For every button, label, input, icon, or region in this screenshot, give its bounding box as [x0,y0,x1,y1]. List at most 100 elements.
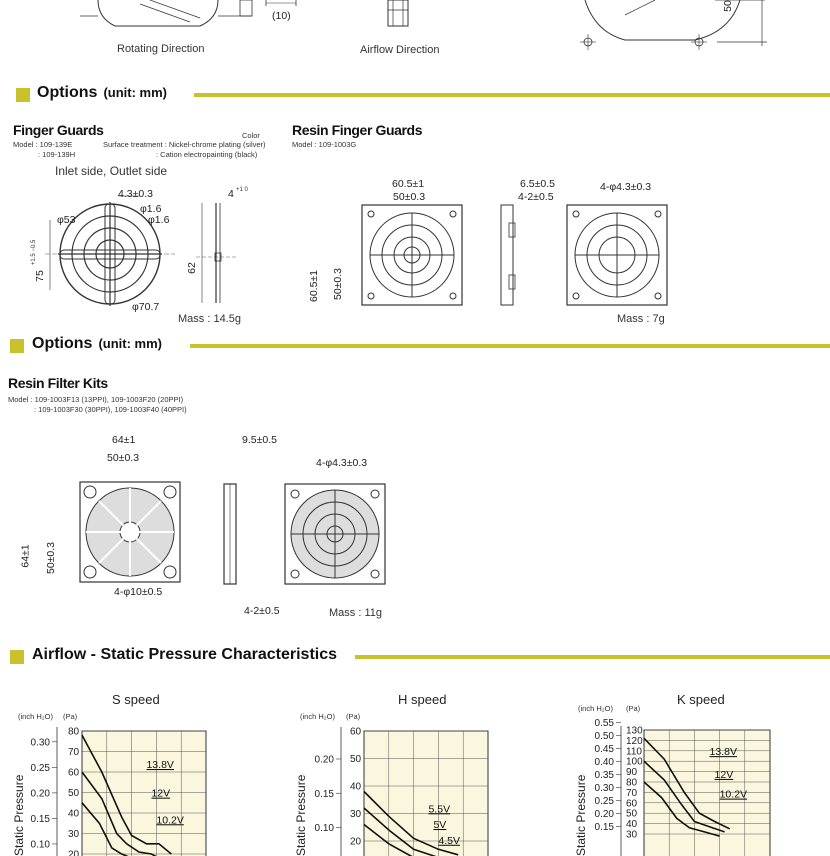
y-tick-pa: 80 [68,727,80,738]
y-tick-pa: 20 [350,837,362,848]
fg-dim-4: 4 [228,188,234,200]
y-tick-pa: 40 [626,819,638,830]
options-unit: (unit: mm) [98,336,162,351]
finger-guard-side-drawing [196,203,236,303]
series-line [643,737,731,830]
series-line [363,807,437,856]
fk-model-1: Model : 109-1003F13 (13PPI), 109-1003F20… [8,395,184,404]
y-tick-pa: 30 [68,829,80,840]
y-tick-pa: 30 [626,830,638,841]
unit-pa: (Pa) [63,712,78,721]
airflow-direction-label: Airflow Direction [360,44,440,56]
series-line [363,823,413,856]
y-tick-inh2o: 0.20 [315,755,335,766]
fan-back-partial [580,0,767,50]
finger-guards-title: Finger Guards [13,122,104,138]
fk-dim-95: 9.5±0.5 [242,434,277,446]
y-tick-inh2o: 0.15 [31,814,51,825]
unit-inch: (inch H₂O) [578,704,613,713]
section-rule [190,344,830,348]
y-tick-inh2o: 0.10 [315,823,335,834]
fg-dim-707: φ70.7 [132,301,160,313]
fg-dim-43: 4.3±0.3 [118,188,153,200]
y-tick-inh2o: 0.15 [595,822,615,833]
series-label: 13.8V [146,759,173,771]
series-label: 4.5V [438,835,460,847]
y-tick-pa: 50 [350,754,362,765]
filter-kit-front-drawing [79,481,181,583]
chart-title: K speed [677,692,725,707]
y-tick-inh2o: 0.45 [595,744,615,755]
dim-50: 50 [721,0,734,12]
section-square-icon [10,339,24,353]
section-title: Options (unit: mm) [37,84,167,102]
fg-dim-16a: φ1.6 [140,203,162,215]
series-label: 12V [151,788,170,800]
series-line [643,781,720,837]
y-tick-pa: 70 [626,788,638,799]
unit-inch: (inch H₂O) [300,712,335,721]
series-label: 5V [433,819,446,831]
section-square-icon [10,650,24,664]
series-label: 5.5V [428,803,450,815]
series-label: 10.2V [156,814,183,826]
y-axis-label: Static Pressure [12,774,26,856]
y-axis-label: Static Pressure [574,774,588,856]
finger-guard-front-drawing [45,195,175,306]
fan-front-partial [80,0,253,27]
fg-mass: Mass : 14.5g [178,313,241,325]
y-tick-pa: 120 [626,736,643,747]
rg-dim-50-h: 50±0.3 [332,267,345,301]
fg-dim-75: 75 [33,270,46,282]
y-tick-pa: 20 [68,850,80,856]
series-label: 12V [715,769,734,781]
options-header-1: Options (unit: mm) [0,84,830,108]
options-unit: (unit: mm) [103,85,167,100]
filter-kit-side-drawing [223,483,237,585]
section-square-icon [16,88,30,102]
fg-dim-16b: φ1.6 [148,214,170,226]
fk-dim-holes: 4-φ4.3±0.3 [316,457,368,469]
resin-guards-title: Resin Finger Guards [292,122,423,138]
fg-model-2: : 109-139H [38,150,76,159]
chart-title: H speed [398,692,447,707]
unit-pa: (Pa) [626,704,641,713]
rg-mass: Mass : 7g [617,313,665,325]
fg-treat-2: : Cation electropainting (black) [156,150,258,159]
y-tick-pa: 50 [626,809,638,820]
options-header-2: Options (unit: mm) [0,335,830,359]
series-line [643,760,725,833]
rg-dim-42: 4-2±0.5 [518,191,554,203]
unit-pa: (Pa) [346,712,361,721]
y-tick-pa: 50 [68,788,80,799]
series-label: 13.8V [710,746,737,758]
rotating-direction-label: Rotating Direction [117,43,205,55]
fk-model-2: : 109-1003F30 (30PPI), 109-1003F40 (40PP… [34,405,187,414]
airflow-header: Airflow - Static Pressure Characteristic… [0,646,830,670]
options-title: Options [37,84,98,101]
series-line [363,790,459,856]
fk-dim-10: 4-φ10±0.5 [114,586,163,598]
dim-10: (10) [272,10,291,22]
section-title: Options (unit: mm) [32,335,162,353]
y-tick-pa: 30 [350,809,362,820]
options-title: Options [32,335,93,352]
resin-guard-side-drawing [500,204,516,306]
airflow-side-partial [387,0,409,27]
y-tick-pa: 80 [626,778,638,789]
inlet-outlet-label: Inlet side, Outlet side [55,164,168,178]
section-rule [355,655,830,659]
fk-dim-64-h: 64±1 [19,544,32,568]
y-tick-inh2o: 0.55 [595,718,615,729]
fk-dim-50-w: 50±0.3 [107,452,140,464]
fan-side-partial [265,0,297,6]
fg-dim-75-tol: +1.5 −0.5 [31,239,38,266]
y-tick-inh2o: 0.30 [31,737,51,748]
y-tick-inh2o: 0.15 [315,789,335,800]
plot-area [363,730,489,856]
y-tick-pa: 40 [350,782,362,793]
section-title: Airflow - Static Pressure Characteristic… [32,646,338,663]
filter-kit-back-drawing [284,483,386,585]
y-tick-inh2o: 0.35 [595,770,615,781]
plot-area [643,729,771,856]
